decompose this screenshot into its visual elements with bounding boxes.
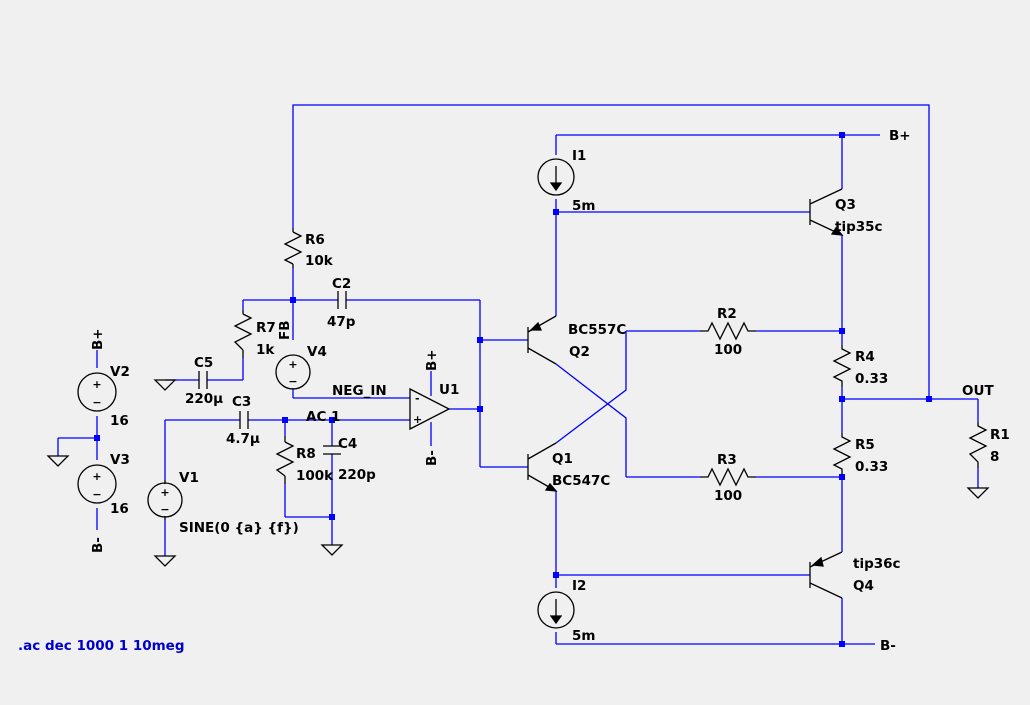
capacitor-c5[interactable] [198, 371, 208, 389]
label-r4: R4 [855, 349, 875, 365]
label-c3: C3 [232, 394, 251, 410]
value-c5: 220µ [185, 391, 223, 407]
net-bplus-opamp-label: B+ [424, 349, 440, 371]
voltage-source-v2[interactable]: + − [77, 372, 117, 412]
label-v4: V4 [307, 344, 327, 360]
net-out-label: OUT [962, 383, 994, 399]
label-q3: Q3 [835, 197, 856, 213]
svg-text:+: + [92, 470, 101, 483]
value-c4: 220p [338, 467, 376, 483]
label-q4: Q4 [853, 578, 874, 594]
label-r5: R5 [855, 437, 875, 453]
svg-text:−: − [92, 396, 101, 409]
net-neg-in-label: NEG_IN [332, 383, 387, 399]
svg-text:+: + [413, 413, 422, 426]
label-q1: Q1 [552, 451, 573, 467]
voltage-source-v4[interactable]: + − [275, 354, 311, 390]
voltage-source-v1[interactable]: + − [147, 480, 183, 520]
net-bminus-q4-label: B- [880, 638, 896, 654]
ground-symbols [46, 379, 990, 567]
net-fb-label: FB [277, 320, 293, 340]
model-q1: BC547C [552, 473, 610, 489]
value-i1: 5m [572, 198, 595, 214]
wires [57, 104, 979, 645]
value-r7: 1k [256, 342, 275, 358]
resistor-r6[interactable] [283, 228, 303, 268]
capacitor-c3[interactable] [239, 411, 249, 429]
value-v1: SINE(0 {a} {f}) [179, 520, 299, 536]
svg-text:−: − [288, 375, 297, 388]
resistor-r2[interactable] [700, 321, 756, 341]
component-labels: R6 10k C2 47p R7 1k V4 C5 220µ C3 4.7µ R… [110, 148, 1010, 644]
label-r2: R2 [717, 306, 737, 322]
value-r1: 8 [990, 449, 999, 465]
label-r6: R6 [305, 232, 325, 248]
model-q2: BC557C [568, 322, 626, 338]
label-r8: R8 [296, 446, 316, 462]
net-bplus-q3-label: B+ [889, 128, 911, 144]
label-q2: Q2 [569, 344, 590, 360]
capacitor-c2[interactable] [337, 291, 347, 309]
ac-v1: AC 1 [306, 409, 340, 425]
transistor-q3[interactable] [809, 188, 844, 236]
current-source-i2[interactable] [537, 591, 575, 629]
resistor-r1[interactable] [968, 422, 988, 468]
net-bminus-opamp-label: B- [424, 450, 440, 466]
label-r3: R3 [717, 452, 737, 468]
label-r1: R1 [990, 427, 1010, 443]
opamp-u1[interactable]: - + [409, 387, 451, 431]
value-v2: 16 [110, 413, 129, 429]
svg-text:−: − [92, 488, 101, 501]
model-q4: tip36c [853, 556, 901, 572]
label-v1: V1 [179, 470, 199, 486]
value-r2: 100 [714, 342, 742, 358]
label-u1: U1 [439, 382, 459, 398]
svg-text:+: + [288, 358, 297, 371]
label-r7: R7 [256, 320, 276, 336]
value-r5: 0.33 [855, 459, 888, 475]
value-c2: 47p [327, 314, 356, 330]
value-r4: 0.33 [855, 371, 888, 387]
svg-text:+: + [160, 486, 169, 499]
current-source-i1[interactable] [537, 158, 575, 196]
label-c5: C5 [194, 355, 213, 371]
junctions [94, 132, 932, 647]
net-labels: OUT NEG_IN B+ B- FB B+ B- B+ B- [90, 128, 994, 654]
spice-directive[interactable]: .ac dec 1000 1 10meg [18, 638, 185, 654]
voltage-source-v3[interactable]: + − [77, 464, 117, 504]
transistor-q4[interactable] [809, 551, 843, 599]
value-r3: 100 [714, 488, 742, 504]
svg-text:-: - [415, 392, 420, 405]
label-v2: V2 [110, 364, 130, 380]
label-c4: C4 [338, 436, 357, 452]
model-q3: tip35c [835, 219, 883, 235]
net-bminus-supply-label: B- [90, 537, 106, 553]
svg-text:+: + [92, 378, 101, 391]
resistor-r3[interactable] [700, 467, 756, 487]
value-c3: 4.7µ [226, 431, 260, 447]
resistor-r4[interactable] [832, 345, 852, 387]
value-v3: 16 [110, 501, 129, 517]
value-r8: 100k [296, 468, 334, 484]
transistor-q1[interactable] [527, 442, 558, 492]
capacitor-c4[interactable] [323, 445, 341, 455]
label-i2: I2 [572, 578, 586, 594]
value-r6: 10k [305, 253, 334, 269]
value-i2: 5m [572, 628, 595, 644]
label-i1: I1 [572, 148, 586, 164]
net-bplus-supply-label: B+ [90, 328, 106, 350]
label-v3: V3 [110, 452, 130, 468]
resistor-r5[interactable] [832, 433, 852, 475]
label-c2: C2 [332, 276, 351, 292]
svg-text:−: − [160, 503, 169, 516]
resistor-r8[interactable] [275, 436, 295, 484]
transistor-q2[interactable] [527, 315, 557, 365]
resistor-r7[interactable] [233, 310, 253, 358]
